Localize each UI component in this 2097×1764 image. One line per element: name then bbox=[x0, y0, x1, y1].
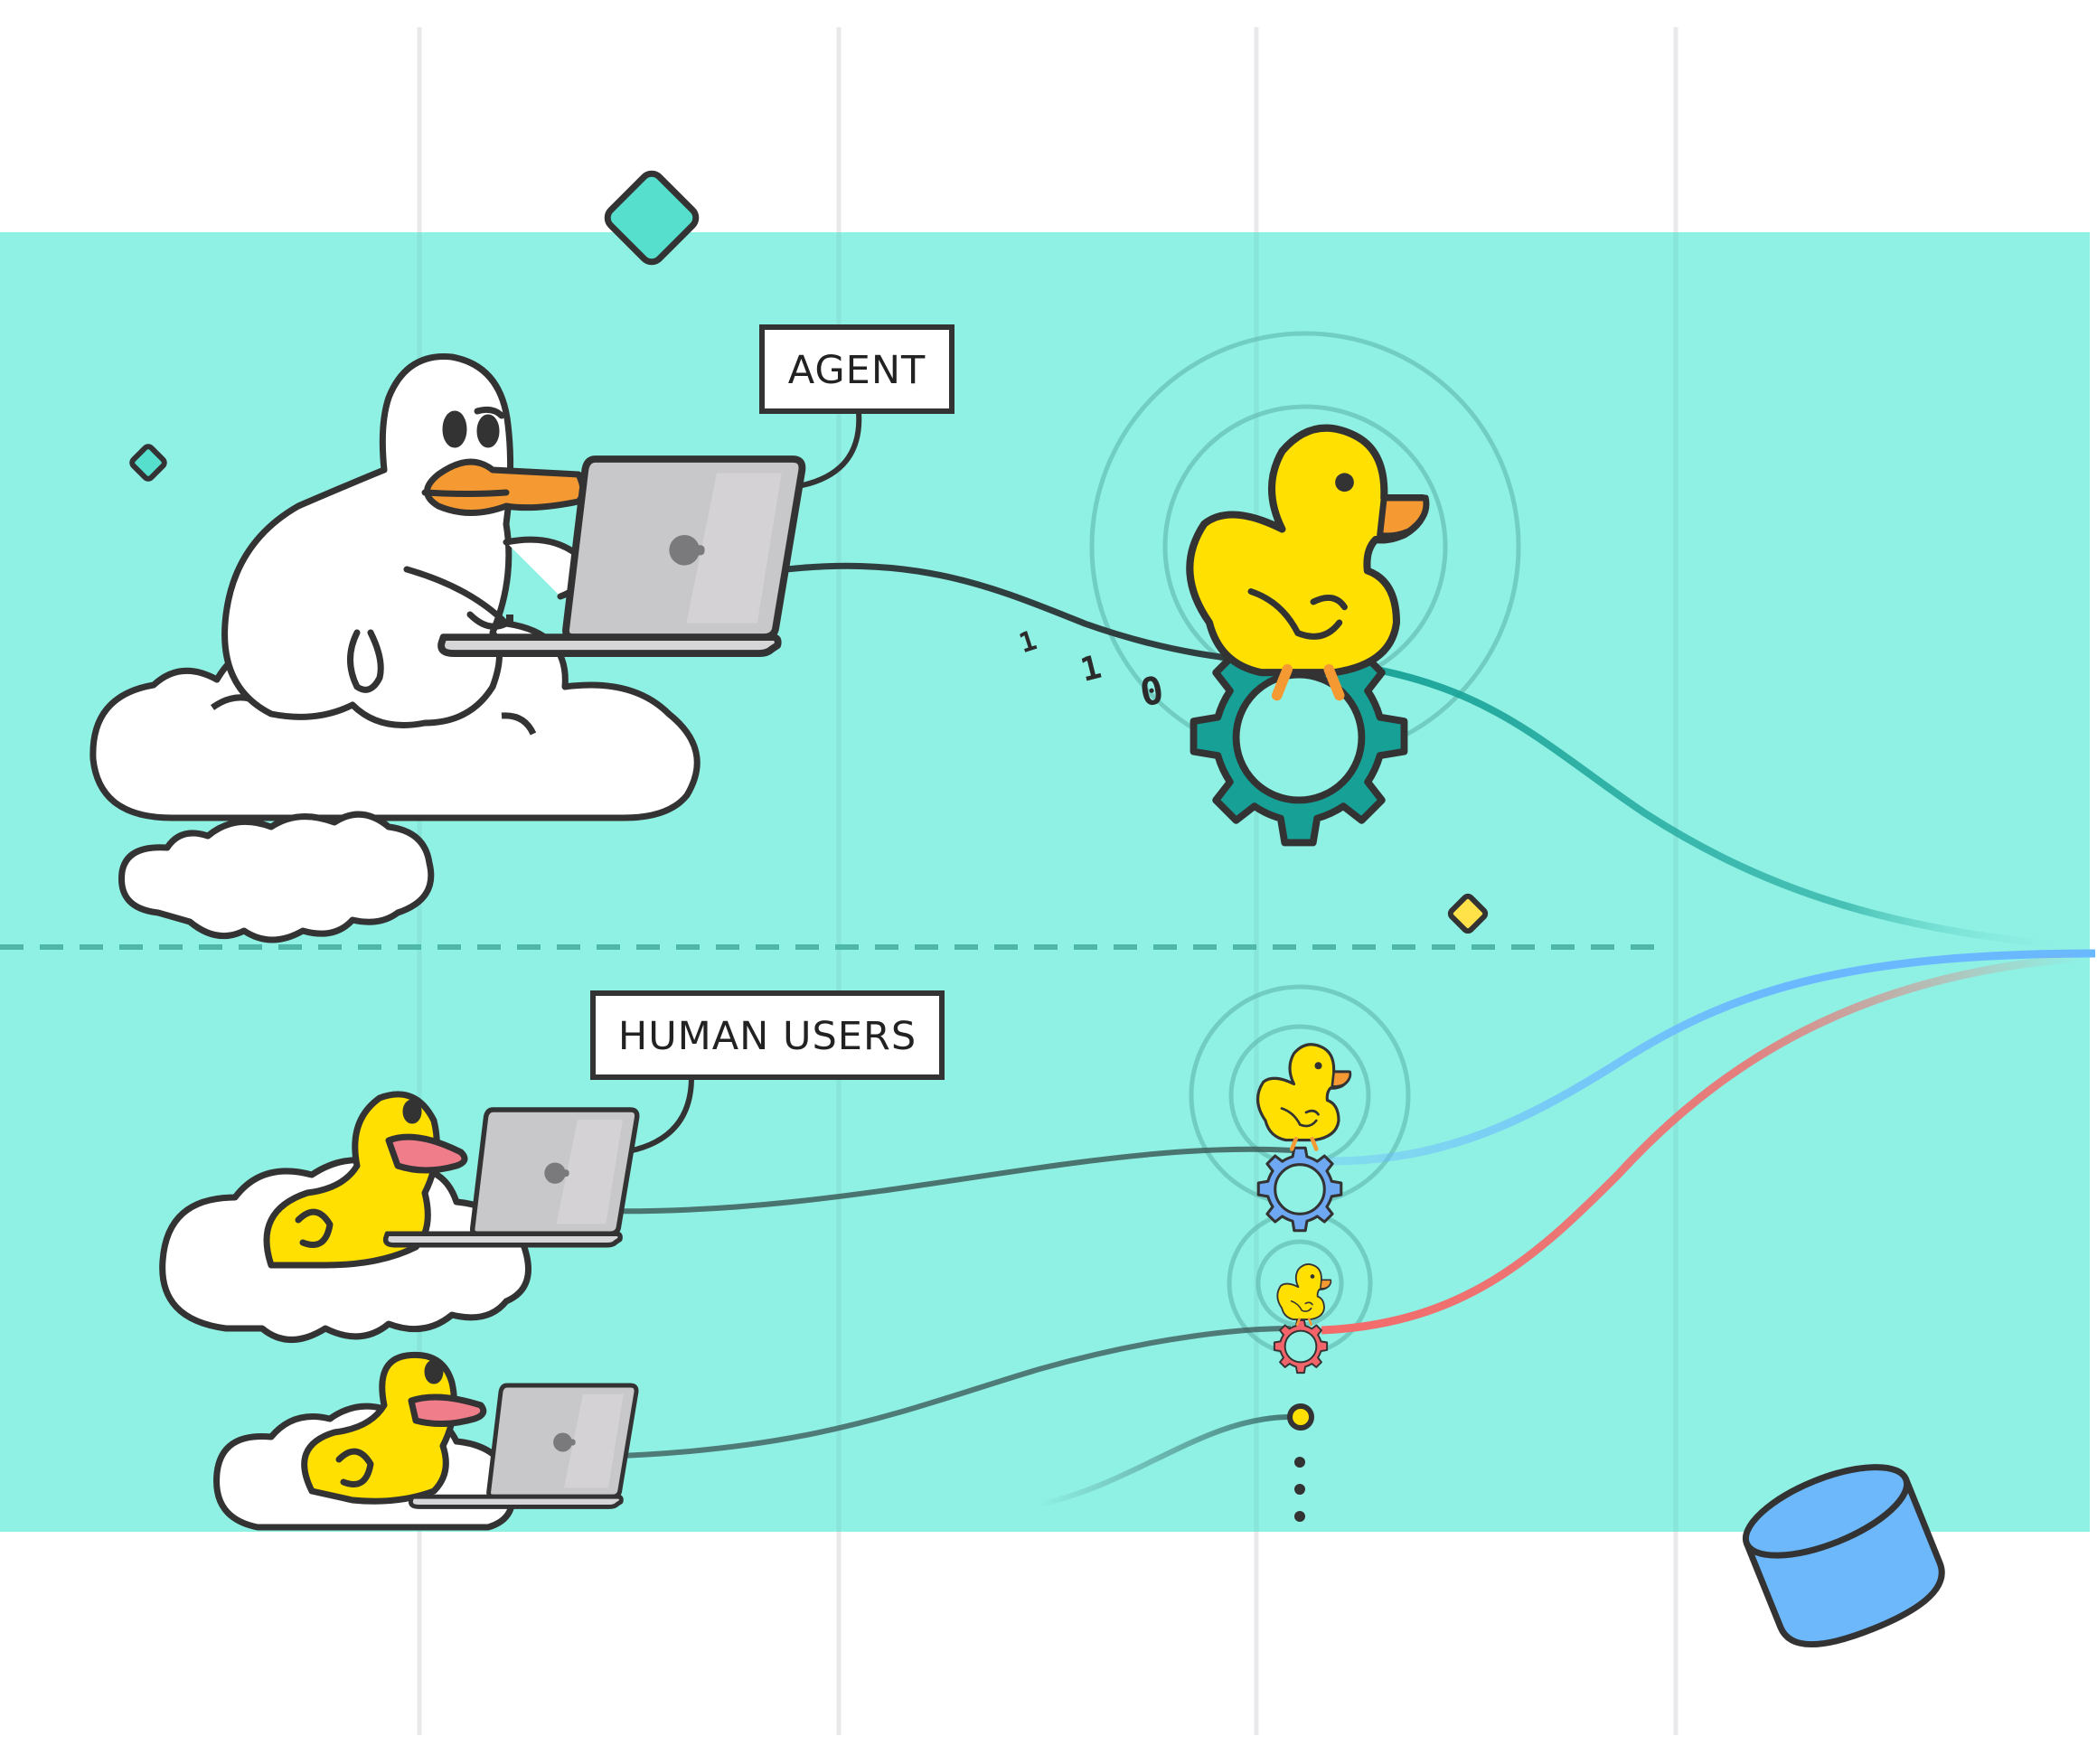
diamond-icon bbox=[1447, 893, 1489, 934]
pending-node-icon bbox=[1287, 1403, 1314, 1431]
agent-output-flow bbox=[1301, 656, 2080, 951]
human-users-label-box: HUMAN USERS bbox=[590, 990, 945, 1080]
user1-flow-line bbox=[596, 1146, 1293, 1215]
user2-gear-icon bbox=[1273, 1318, 1329, 1375]
database-cylinder-icon bbox=[1742, 1464, 1945, 1648]
diamond-icon bbox=[129, 444, 167, 482]
user1-duck-icon bbox=[263, 1091, 468, 1269]
user2-output-flow bbox=[1321, 953, 2080, 1335]
agent-duck-icon bbox=[221, 353, 588, 728]
human-users-callout-line bbox=[623, 1076, 694, 1155]
user2-flow-line bbox=[596, 1326, 1292, 1459]
agent-label-box: AGENT bbox=[759, 324, 954, 414]
diamond-icon bbox=[604, 170, 700, 266]
user1-gear-icon bbox=[1256, 1146, 1343, 1233]
agent-label: AGENT bbox=[788, 348, 926, 393]
user3-flow-line bbox=[1039, 1414, 1289, 1507]
more-dots-icon bbox=[1294, 1457, 1305, 1522]
user1-output-flow bbox=[1328, 949, 2096, 1166]
human-users-label: HUMAN USERS bbox=[618, 1014, 917, 1059]
user2-duck-icon bbox=[301, 1351, 487, 1505]
